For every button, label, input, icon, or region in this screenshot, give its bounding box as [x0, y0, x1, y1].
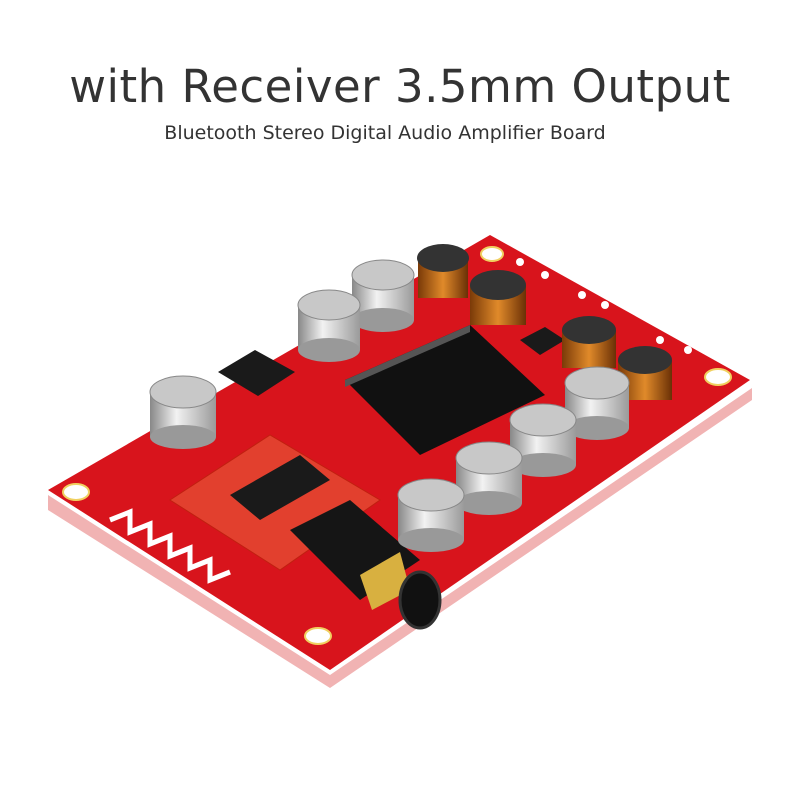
page-title: with Receiver 3.5mm Output — [69, 60, 731, 113]
capacitor — [149, 375, 217, 449]
capacitor — [397, 478, 465, 552]
inductor — [417, 244, 469, 298]
page-subtitle: Bluetooth Stereo Digital Audio Amplifier… — [164, 122, 606, 144]
bt-chip — [230, 455, 330, 520]
mounting-hole — [704, 368, 732, 386]
capacitor — [455, 441, 523, 515]
solder-pads — [516, 258, 692, 354]
antenna-trace — [109, 508, 231, 584]
mounting-hole — [304, 627, 332, 645]
pcb-edge — [48, 388, 752, 688]
inductor — [562, 316, 616, 368]
mounting-hole — [480, 246, 504, 262]
capacitor — [297, 289, 361, 362]
mounting-hole — [62, 483, 90, 501]
regulator — [520, 327, 565, 355]
capacitor — [564, 366, 630, 440]
regulator — [218, 350, 295, 396]
capacitor — [351, 259, 415, 332]
inductor — [470, 270, 526, 325]
amplifier-chip — [345, 325, 545, 455]
